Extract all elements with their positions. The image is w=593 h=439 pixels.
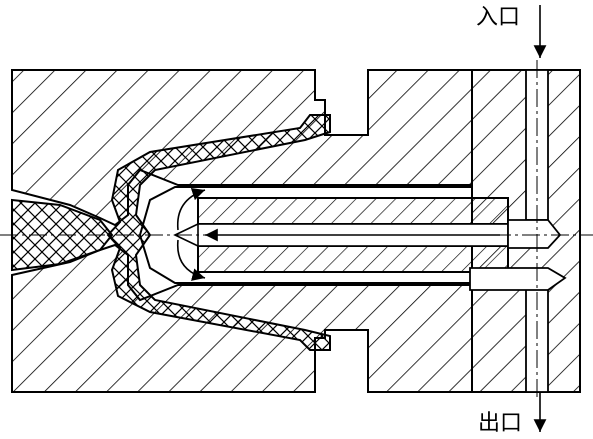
outlet-label: 出口 [478,411,522,436]
flow-arrow-up [176,187,206,231]
flow-arrow-down [176,239,206,281]
molded-part [106,114,331,351]
inlet-label: 入口 [476,5,520,30]
cooling-tube [173,197,509,273]
flow-arrows [176,5,547,432]
